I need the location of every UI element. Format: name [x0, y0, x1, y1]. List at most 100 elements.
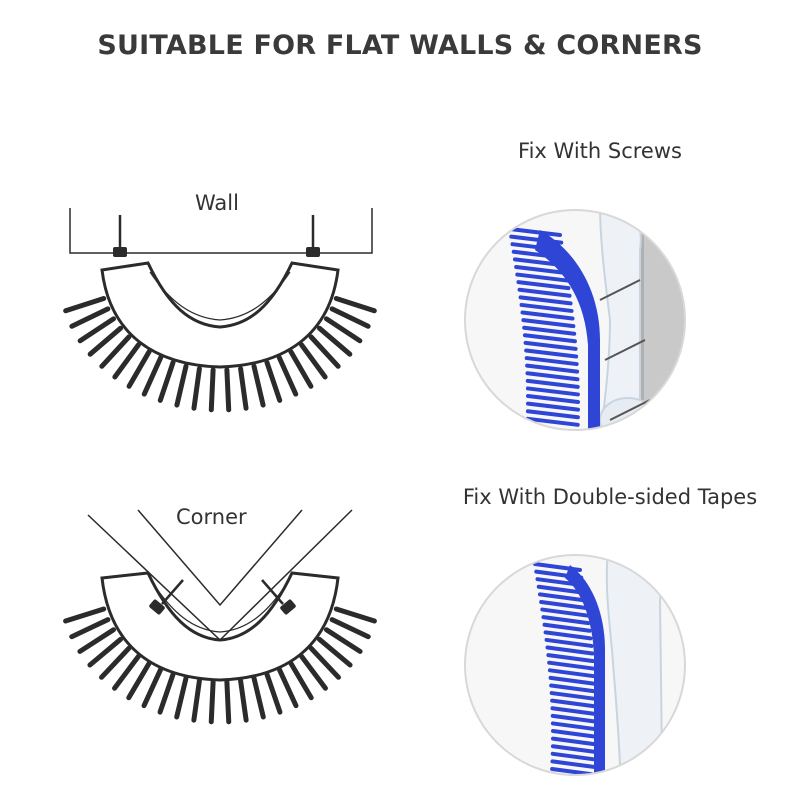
- blue-bristle: [543, 630, 593, 641]
- blue-bristle: [550, 698, 600, 709]
- bristle: [208, 679, 216, 725]
- bristle: [288, 660, 314, 701]
- bristle: [264, 359, 283, 403]
- blue-bristle: [550, 721, 600, 732]
- corner-wall-line-2: [137, 509, 303, 607]
- wall-label: Wall: [195, 191, 239, 215]
- corner-inner-line: [151, 581, 289, 633]
- tape-strips: [688, 595, 698, 745]
- blue-bristle: [518, 295, 573, 306]
- bristle: [251, 675, 266, 720]
- screw-right-icon: [306, 215, 320, 257]
- bristle: [174, 363, 189, 408]
- blue-bristle: [537, 592, 587, 603]
- bristle: [298, 342, 328, 380]
- bristle: [329, 617, 371, 640]
- wall-inner-line: [149, 271, 291, 321]
- corner-bristles: [63, 606, 377, 725]
- blue-brush-body: [535, 230, 600, 430]
- blue-bristle: [536, 584, 586, 595]
- blue-bristle: [550, 706, 600, 717]
- blue-bristle: [525, 378, 580, 389]
- bristle: [238, 678, 249, 723]
- bristle: [288, 349, 314, 389]
- blue-bristle: [522, 325, 577, 336]
- page-title: SUITABLE FOR FLAT WALLS & CORNERS: [97, 30, 703, 61]
- bristle: [224, 367, 232, 413]
- bristle: [112, 342, 142, 380]
- corner-diagram: [63, 509, 377, 725]
- blue-bristle: [520, 310, 575, 321]
- blue-bristle: [546, 653, 596, 664]
- blue-bristle: [525, 386, 580, 397]
- blue-bristle: [539, 599, 589, 610]
- wall-brush-outline: [100, 261, 340, 369]
- bristle: [112, 653, 142, 691]
- blue-bristle: [515, 272, 570, 283]
- bristle: [308, 334, 341, 369]
- blue-bristle: [544, 637, 594, 648]
- blue-bristle: [547, 660, 597, 671]
- wall-outline: [69, 208, 373, 254]
- blue-bristle: [522, 333, 577, 344]
- bristle: [87, 325, 124, 357]
- bristle: [63, 606, 107, 624]
- blue-bristle: [549, 691, 599, 702]
- bristle: [264, 671, 283, 715]
- bristle: [191, 366, 202, 411]
- blue-bristle: [527, 434, 577, 440]
- blue-bristle: [549, 683, 599, 694]
- blue-bristle: [545, 645, 595, 656]
- bristle: [69, 306, 111, 329]
- screw-left-icon: [113, 215, 127, 257]
- bristle: [191, 678, 202, 723]
- wall-surface: [643, 210, 685, 430]
- blue-bristle: [542, 622, 592, 633]
- bristle: [316, 636, 353, 668]
- blue-bristle: [524, 356, 579, 367]
- bristle: [251, 363, 266, 408]
- bristle: [298, 653, 328, 691]
- blue-bristle: [541, 615, 591, 626]
- blue-bristle: [548, 675, 598, 686]
- blue-bristle: [540, 607, 590, 618]
- bristle: [323, 627, 363, 654]
- bristle: [99, 334, 132, 369]
- blue-bristle: [519, 302, 574, 313]
- bristle: [238, 366, 249, 411]
- blue-bristle: [514, 264, 569, 275]
- bristle: [141, 355, 164, 397]
- wall-bristles: [63, 296, 377, 413]
- bristle: [157, 359, 176, 403]
- screws-photo: [464, 209, 686, 440]
- bristle: [208, 367, 216, 413]
- bristle: [323, 316, 363, 344]
- bristle: [77, 627, 117, 654]
- blue-bristle: [547, 668, 597, 679]
- bristle: [87, 636, 124, 668]
- bristle: [308, 645, 341, 680]
- corner-label: Corner: [176, 505, 247, 529]
- bristle: [174, 675, 189, 720]
- corner-screw-right-icon: [261, 579, 296, 615]
- bristle: [329, 306, 371, 329]
- screws-label: Fix With Screws: [518, 139, 682, 163]
- blue-bristle: [525, 394, 580, 405]
- blue-bristle: [516, 280, 571, 291]
- blue-bristle: [550, 713, 600, 724]
- wall-diagram: [63, 208, 377, 413]
- bristle: [157, 671, 176, 715]
- blue-bristle: [525, 409, 580, 420]
- blue-bristle: [525, 401, 580, 412]
- bristle: [316, 325, 353, 357]
- blue-bristle: [550, 729, 600, 740]
- blue-brush-body: [565, 565, 605, 775]
- blue-bristle: [523, 340, 578, 351]
- bristle: [126, 660, 152, 701]
- bristle: [99, 645, 132, 680]
- screw-icon: [599, 279, 651, 421]
- bristle: [276, 666, 299, 709]
- bristle: [126, 349, 152, 389]
- bristle: [276, 355, 299, 397]
